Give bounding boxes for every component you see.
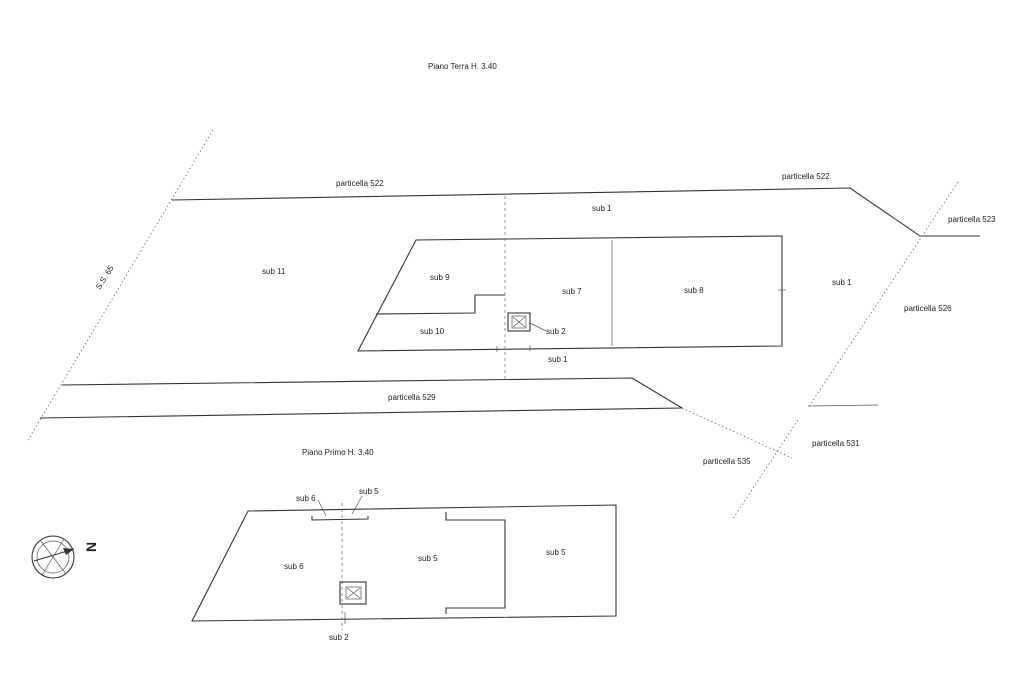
wall-sub9-sub10 <box>375 294 505 315</box>
north-label: N <box>83 542 99 552</box>
wall-sub6-sub5-top <box>311 516 369 521</box>
first-floor-plan: Piano Primo H. 3.40 sub 6 sub 5 sub 6 su… <box>191 448 617 642</box>
staircase-inner <box>511 315 527 329</box>
sub-label: sub 11 <box>262 267 286 276</box>
particella-535-label: particella 535 <box>703 457 751 466</box>
sub-label: sub 8 <box>684 286 704 295</box>
sub-label: sub 1 <box>592 204 612 213</box>
particella-523-boundary <box>851 189 921 237</box>
sub-label: sub 2 <box>546 327 566 336</box>
sub-label: sub 5 <box>546 548 566 557</box>
staircase-cross <box>512 316 526 328</box>
sub-label: sub 10 <box>420 327 445 336</box>
staircase <box>507 312 531 332</box>
particella-529-boundary <box>39 377 684 419</box>
sub-label: sub 1 <box>548 355 568 364</box>
particella-531-side-boundary <box>731 419 799 521</box>
first-floor-building <box>191 504 617 622</box>
particella-523-label: particella 523 <box>948 215 996 224</box>
wall-sub5-inner <box>445 512 506 614</box>
staircase <box>339 581 367 605</box>
sub-label: sub 5 <box>418 554 438 563</box>
particella-531-boundary <box>807 404 879 407</box>
sub-label: sub 6 <box>284 562 304 571</box>
particella-522-label: particella 522 <box>782 172 830 181</box>
particella-531-label: particella 531 <box>812 439 860 448</box>
sub-2-leader <box>529 322 547 332</box>
sub-label: sub 1 <box>832 278 852 287</box>
particella-522-label: particella 522 <box>336 179 384 188</box>
particella-526-boundary <box>807 181 959 409</box>
sub-label: sub 7 <box>562 287 582 296</box>
particella-529-label: particella 529 <box>388 393 436 402</box>
first-floor-title: Piano Primo H. 3.40 <box>302 448 374 457</box>
compass-rose: N <box>31 535 99 579</box>
compass-inner-circle <box>36 540 70 574</box>
road-edge-line <box>27 129 214 441</box>
sub-label: sub 5 <box>359 487 379 496</box>
ground-floor-title: Piano Terra H. 3.40 <box>428 62 497 71</box>
sub-5-leader <box>351 495 363 515</box>
road-label: S.S. 65 <box>94 264 116 291</box>
particella-535-boundary <box>681 407 793 459</box>
staircase-inner <box>345 586 362 600</box>
sub-6-leader <box>317 499 327 517</box>
staircase-cross <box>346 587 361 599</box>
north-arrow-icon <box>63 548 74 555</box>
sub-label: sub 6 <box>296 494 316 503</box>
ground-floor-plan: Piano Terra H. 3.40 S.S. 65 particella 5… <box>27 62 996 521</box>
particella-526-label: particella 526 <box>904 304 952 313</box>
particella-522-boundary <box>171 187 980 237</box>
sub-label: sub 2 <box>329 633 349 642</box>
sub-label: sub 9 <box>430 273 450 282</box>
compass-needle <box>41 538 65 576</box>
compass-circle <box>31 535 75 579</box>
